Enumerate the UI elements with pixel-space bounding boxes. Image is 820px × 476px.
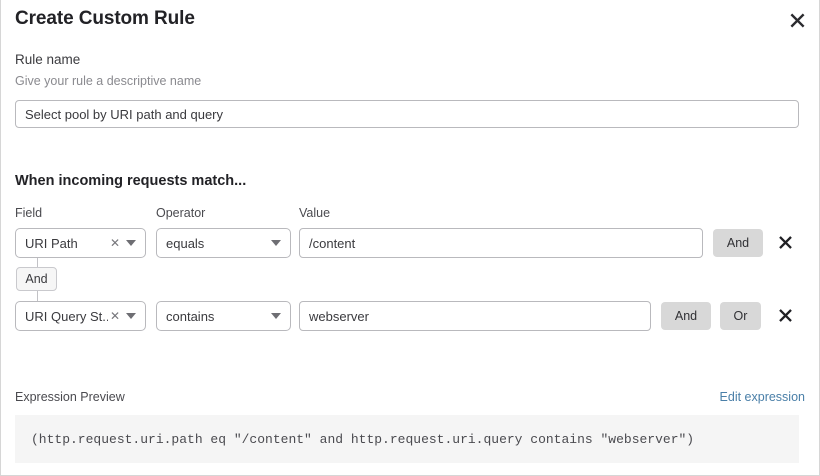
expression-preview-code: (http.request.uri.path eq "/content" and… (15, 415, 799, 463)
add-and-condition-button-2[interactable]: And (661, 302, 711, 330)
field-select-1[interactable]: URI Path ✕ (15, 228, 146, 258)
operator-select-1[interactable]: equals (156, 228, 291, 258)
operator-select-1-value: equals (166, 235, 205, 251)
add-or-condition-button-2[interactable]: Or (720, 302, 761, 330)
value-input-1[interactable] (299, 228, 703, 258)
close-icon[interactable] (783, 6, 811, 34)
rule-name-description: Give your rule a descriptive name (15, 74, 202, 88)
chevron-down-icon[interactable] (271, 313, 281, 319)
operator-select-2-value: contains (166, 308, 215, 324)
column-header-operator: Operator (156, 206, 206, 220)
group-connector-and[interactable]: And (16, 267, 57, 291)
condition-row: URI Path ✕ equals And (1, 228, 820, 258)
remove-condition-button-2[interactable] (774, 303, 796, 327)
match-section-heading: When incoming requests match... (15, 173, 247, 189)
chevron-down-icon[interactable] (271, 240, 281, 246)
expression-preview-label: Expression Preview (15, 390, 125, 404)
add-and-condition-button-1[interactable]: And (713, 229, 763, 257)
clear-icon[interactable]: ✕ (109, 309, 120, 323)
field-select-2-value: URI Query St... (25, 308, 108, 324)
connector-line-bottom (37, 291, 38, 301)
clear-icon[interactable]: ✕ (109, 236, 120, 250)
operator-select-2[interactable]: contains (156, 301, 291, 331)
edit-expression-link[interactable]: Edit expression (719, 390, 805, 404)
remove-condition-button-1[interactable] (774, 230, 796, 254)
rule-name-input[interactable] (15, 100, 799, 128)
dialog-title: Create Custom Rule (15, 8, 195, 29)
condition-row: URI Query St... ✕ contains And Or (1, 301, 820, 331)
connector-line-top (37, 258, 38, 267)
chevron-down-icon[interactable] (126, 240, 136, 246)
field-select-2[interactable]: URI Query St... ✕ (15, 301, 146, 331)
value-input-2[interactable] (299, 301, 651, 331)
column-header-field: Field (15, 206, 43, 220)
field-select-1-value: URI Path (25, 235, 78, 251)
rule-name-label: Rule name (15, 52, 81, 67)
chevron-down-icon[interactable] (126, 313, 136, 319)
column-header-value: Value (299, 206, 331, 220)
